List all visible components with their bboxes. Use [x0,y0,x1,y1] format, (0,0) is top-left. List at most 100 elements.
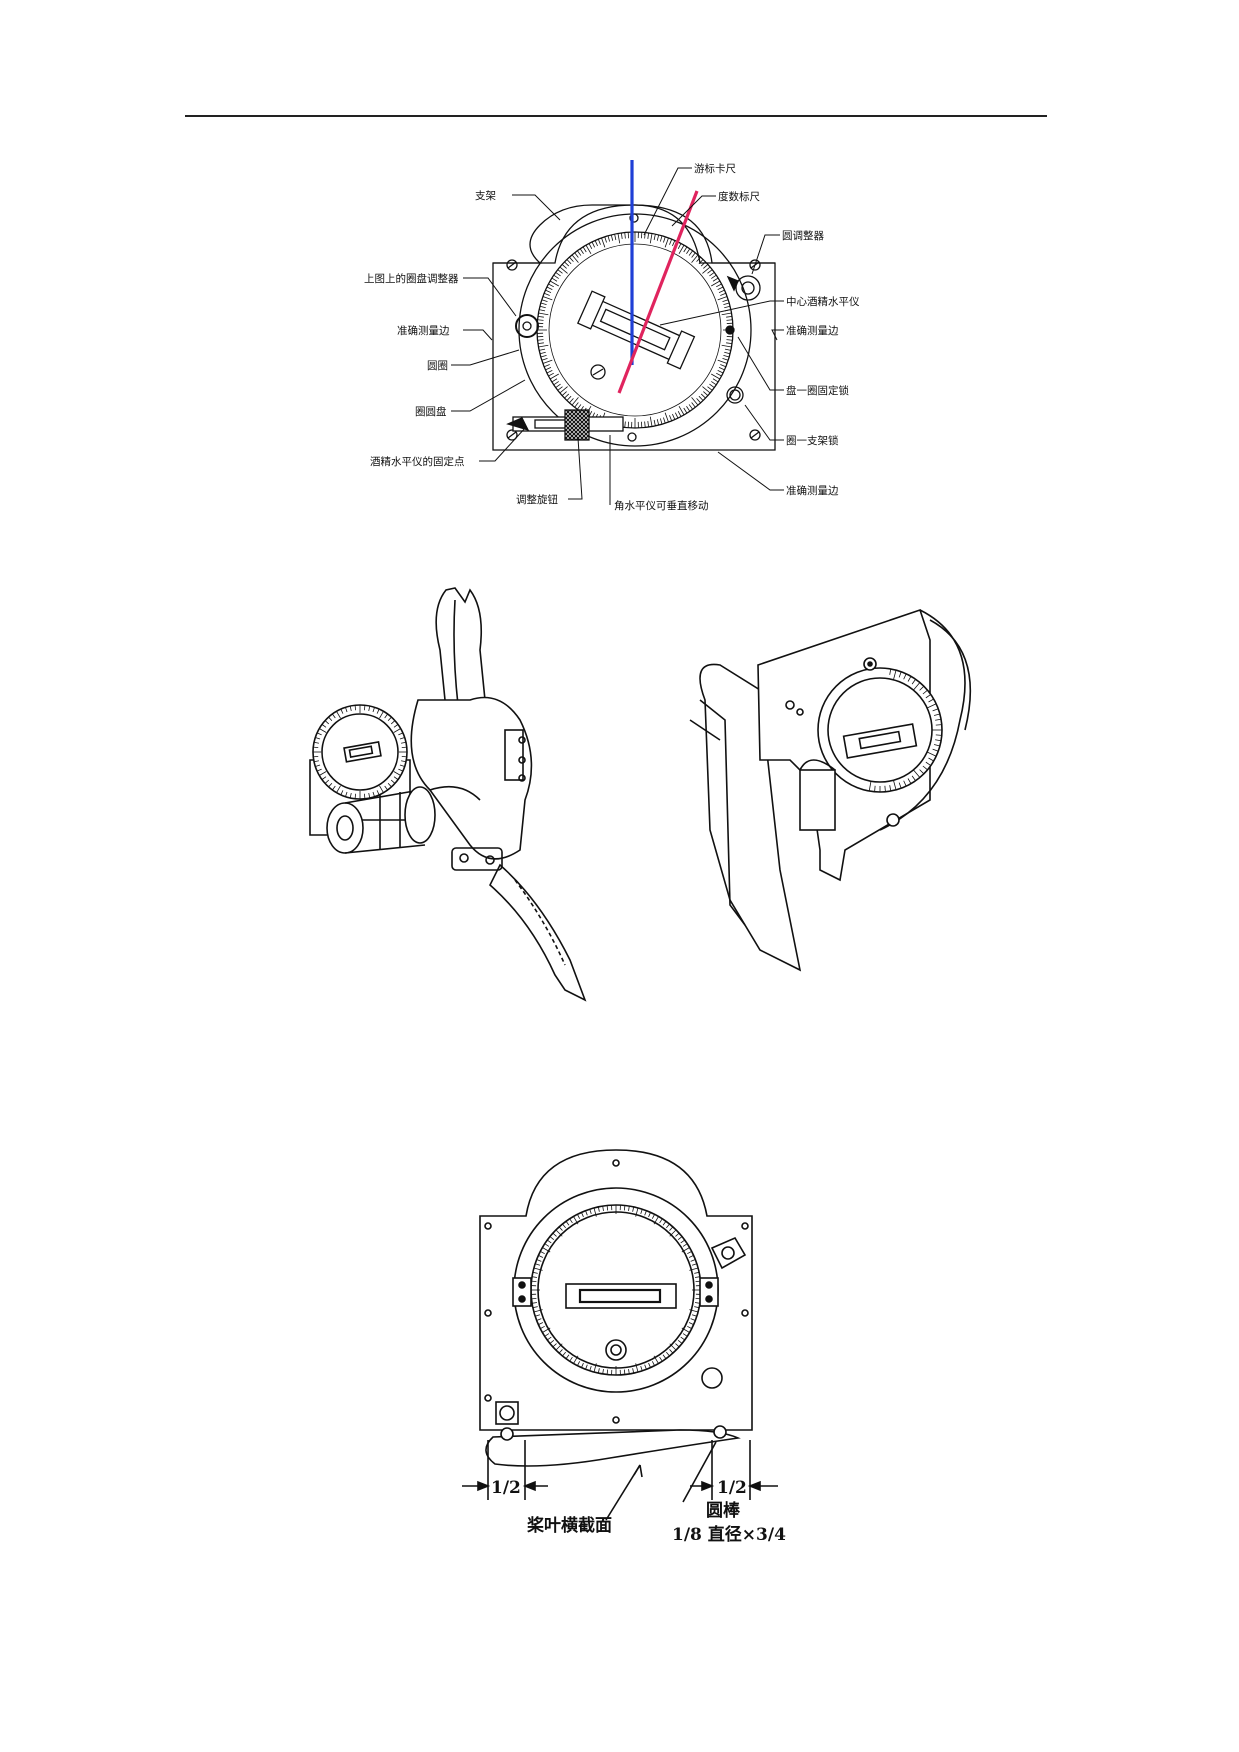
tick-mark [659,235,663,242]
label-accurate-edge-bottom: 准确测量边 [786,484,839,497]
tick-mark [726,339,733,341]
tick-mark [664,412,669,423]
tick-mark [401,746,407,749]
tick-mark [336,785,341,793]
label-accurate-edge-left: 准确测量边 [397,324,450,337]
tick-mark [542,1327,551,1333]
tick-mark [694,1276,701,1278]
figure3-labels: 1/2 1/2 桨叶横截面 圆棒 1/8 直径×3/4 [491,1478,786,1545]
tick-mark [649,416,653,427]
tick-mark [724,305,731,309]
tick-mark [538,1255,544,1258]
tick-mark [564,393,570,399]
tick-mark [683,246,688,253]
tick-mark [561,264,567,269]
tick-mark [349,705,352,712]
tick-mark [541,358,548,361]
tick-mark [677,1340,683,1344]
tick-mark [399,764,405,767]
tick-mark [677,411,682,417]
tick-mark [628,1368,630,1375]
tick-mark [562,1351,566,1357]
label-ring-frame-lock: 圈一支架锁 [786,434,839,447]
tick-mark [577,1361,581,1366]
tick-mark [379,711,384,719]
tick-mark [542,296,553,301]
tick-mark [623,1205,626,1211]
label-ring: 圆圈 [427,360,448,372]
tick-mark [315,764,321,767]
tick-mark [911,678,916,685]
screw-icon [629,213,639,223]
tick-mark [574,402,579,408]
tick-mark [319,728,327,733]
tick-mark [688,1255,694,1258]
tick-mark [324,779,330,784]
tick-mark [535,1314,541,1317]
tick-mark [546,369,553,374]
screw-icon [506,429,518,441]
tick-mark [651,1361,655,1366]
tick-mark [539,305,546,309]
front-view-ticks [531,1205,701,1375]
tick-mark [682,1243,688,1247]
tick-mark [898,782,902,789]
tick-mark [387,716,392,722]
tick-mark [597,238,601,245]
tick-mark [666,1351,670,1357]
tick-mark [686,248,691,254]
tick-mark [688,1322,694,1325]
tick-mark [555,272,561,277]
tick-mark [925,694,932,699]
tick-mark [585,1210,588,1216]
tick-mark [354,793,357,799]
tick-mark [669,1226,674,1231]
tick-mark [549,373,559,380]
tick-mark [683,407,688,414]
tick-mark [647,421,650,428]
tick-mark [672,240,676,247]
tick-mark [363,705,366,711]
blade-protractor-ticks [868,668,942,792]
tick-mark [933,713,940,716]
tick-mark [533,1309,543,1313]
tick-mark [712,378,719,383]
tick-mark [935,739,942,742]
tick-mark [372,707,375,713]
tick-mark [722,358,729,361]
tick-mark [569,398,574,404]
tick-mark [543,364,550,368]
tick-mark [669,1229,677,1237]
tick-mark [717,296,728,301]
tick-mark [536,1318,542,1321]
tick-mark [569,1218,573,1224]
adjust-knob-icon [564,409,590,441]
tick-mark [649,233,653,244]
tick-mark [672,413,676,420]
tick-mark [632,1368,635,1374]
tick-mark [726,315,733,318]
tick-mark [393,724,399,728]
tick-mark [316,768,322,772]
tick-mark [935,734,942,736]
tick-mark [687,1325,692,1329]
tick-mark [345,707,348,713]
tick-mark [535,1263,541,1266]
tick-mark [376,790,380,796]
tick-mark [602,1368,604,1375]
tick-mark [588,243,593,249]
tick-mark [332,713,336,719]
tick-mark [539,348,546,351]
tick-mark [597,1206,600,1212]
tick-mark [577,1214,581,1219]
tick-mark [319,771,327,776]
tick-mark [659,418,663,425]
tick-mark [557,386,563,391]
tick-mark [717,359,728,364]
tick-mark [379,785,384,793]
disk-adjuster-knob [515,314,539,338]
tick-mark [691,1263,697,1266]
label-adjust-knob: 调整旋钮 [516,493,558,506]
blade-section-label: 桨叶横截面 [527,1515,612,1536]
tick-mark [545,367,552,371]
